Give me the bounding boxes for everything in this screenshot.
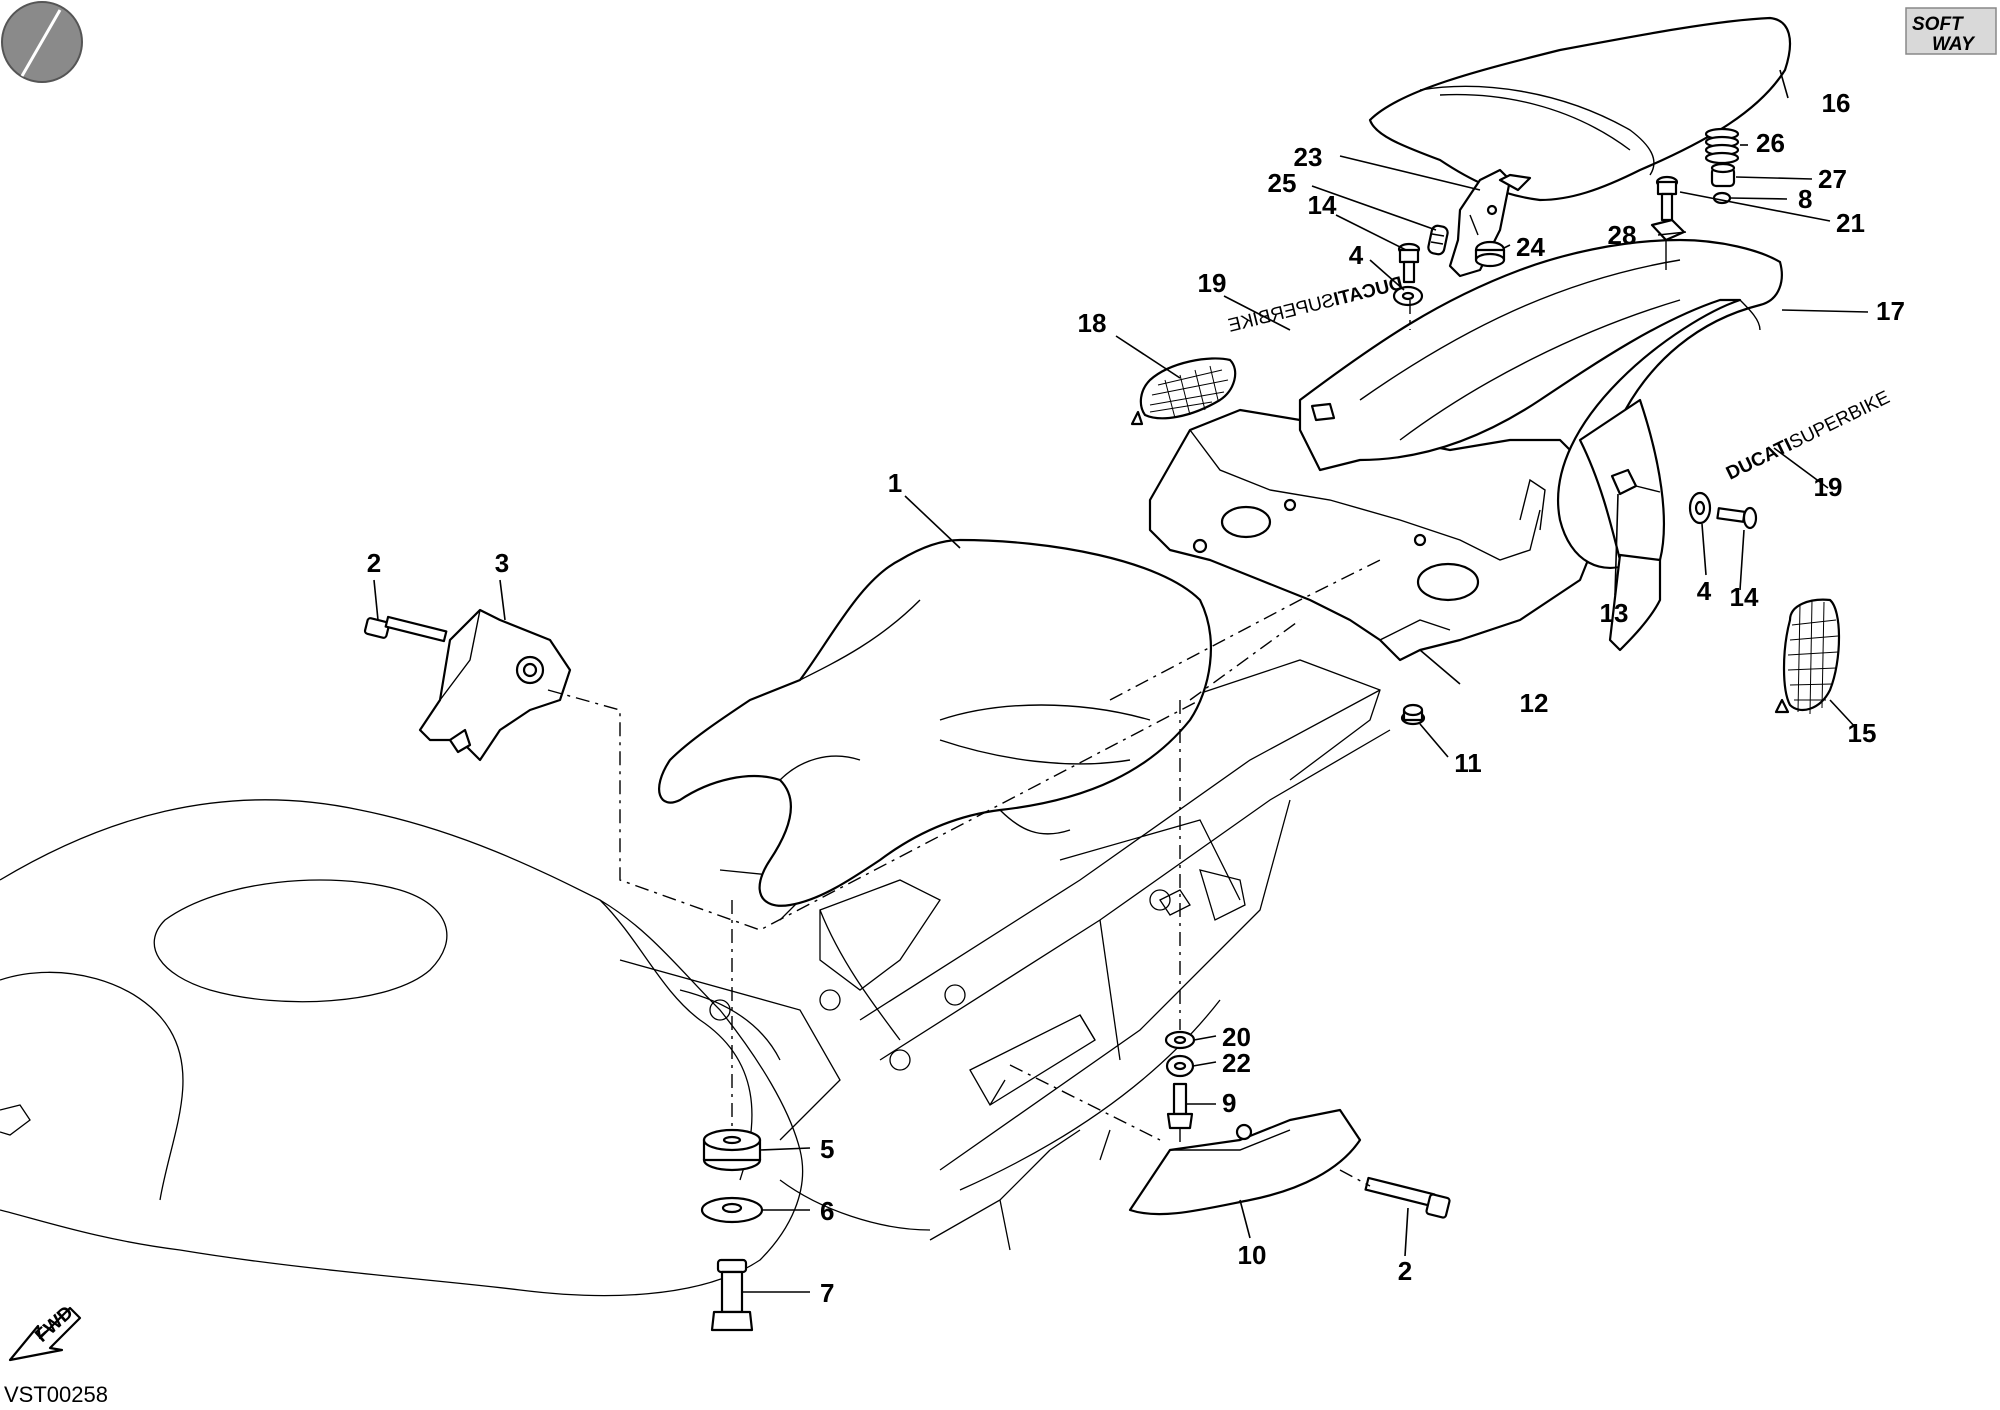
callout-18: 18 — [1078, 308, 1107, 338]
callout-13: 13 — [1600, 598, 1629, 628]
bolt-9 — [1166, 1082, 1194, 1130]
callout-19-left: 19 — [1198, 268, 1227, 298]
side-guard-10 — [1128, 1108, 1362, 1216]
grille-15 — [1774, 598, 1841, 715]
callout-24: 24 — [1516, 232, 1545, 262]
softway-logo: SOFT WAY — [1905, 7, 1997, 55]
brand-decal-right: DUCATISUPERBIKE — [1723, 387, 1893, 484]
callout-2-right: 2 — [1398, 1256, 1412, 1286]
decal-word2: SUPERBIKE — [1786, 387, 1893, 454]
svg-text:DUCATISUPERBIKE: DUCATISUPERBIKE — [1226, 273, 1405, 337]
screw-14-top — [1397, 242, 1421, 284]
bracket-3 — [418, 608, 572, 762]
assembly-lines — [547, 300, 1411, 1187]
decal-word1: DUCATI — [1723, 435, 1795, 485]
bolt-21 — [1655, 175, 1679, 222]
callout-7: 7 — [820, 1278, 834, 1308]
washer-4-right — [1688, 491, 1712, 525]
washer-20 — [1164, 1030, 1196, 1050]
callout-9: 9 — [1222, 1088, 1236, 1118]
spring-pin — [1427, 224, 1449, 256]
callout-3: 3 — [495, 548, 509, 578]
callout-4-right: 4 — [1697, 576, 1712, 606]
callout-22: 22 — [1222, 1048, 1251, 1078]
callout-5: 5 — [820, 1134, 834, 1164]
callout-21: 21 — [1836, 208, 1865, 238]
leader-lines — [373, 69, 1869, 1293]
callout-19-right: 19 — [1814, 472, 1843, 502]
callout-16: 16 — [1822, 88, 1851, 118]
callout-2-left: 2 — [367, 548, 381, 578]
cap-27 — [1710, 162, 1736, 188]
screw-14-right — [1716, 506, 1758, 530]
callout-27: 27 — [1818, 164, 1847, 194]
washer-6 — [700, 1196, 764, 1224]
callout-6: 6 — [820, 1196, 834, 1226]
callout-11: 11 — [1454, 748, 1482, 778]
rubber-grommet-5 — [702, 1128, 762, 1172]
callout-25: 25 — [1268, 168, 1297, 198]
bolt-2-left — [363, 615, 448, 643]
callout-17: 17 — [1876, 296, 1905, 326]
clip-13 — [1610, 468, 1661, 496]
callout-14-right: 14 — [1730, 582, 1759, 612]
callout-23: 23 — [1294, 142, 1323, 172]
rubber-bush-24 — [1474, 240, 1506, 268]
grille-18 — [1130, 357, 1237, 426]
washer-4-top — [1392, 285, 1424, 307]
callout-labels: 1 2 2 3 4 4 5 6 7 8 9 10 11 12 13 14 14 … — [367, 88, 1905, 1308]
brand-decal-left: DUCATISUPERBIKE — [1226, 273, 1405, 337]
callout-14-top: 14 — [1308, 190, 1337, 220]
svg-text:DUCATISUPERBIKE: DUCATISUPERBIKE — [1723, 387, 1893, 484]
callout-28: 28 — [1608, 220, 1637, 250]
decal-word1: DUCATI — [1332, 273, 1405, 310]
fwd-arrow-icon: FWD — [8, 1302, 82, 1362]
diagram-code: VST00258 — [4, 1382, 108, 1407]
callout-12: 12 — [1520, 688, 1549, 718]
spring-26 — [1704, 127, 1740, 165]
logo-line2: WAY — [1932, 34, 1976, 55]
stud-bolt-7 — [710, 1258, 754, 1332]
callout-1: 1 — [888, 468, 902, 498]
decal-word2: SUPERBIKE — [1226, 290, 1337, 337]
logo-line1: SOFT — [1912, 14, 1964, 35]
pillion-seat — [1368, 16, 1792, 202]
washer-22 — [1165, 1054, 1195, 1078]
callout-8: 8 — [1798, 184, 1812, 214]
callout-10: 10 — [1238, 1240, 1267, 1270]
callout-26: 26 — [1756, 128, 1785, 158]
tank-and-frame — [0, 659, 1391, 1297]
callout-20: 20 — [1222, 1022, 1251, 1052]
emblem-icon — [1, 1, 83, 83]
callout-4-top: 4 — [1349, 240, 1364, 270]
tail-cover — [1148, 408, 1602, 662]
rider-seat — [658, 538, 1212, 907]
callout-15: 15 — [1848, 718, 1877, 748]
screw-11 — [1400, 703, 1426, 726]
